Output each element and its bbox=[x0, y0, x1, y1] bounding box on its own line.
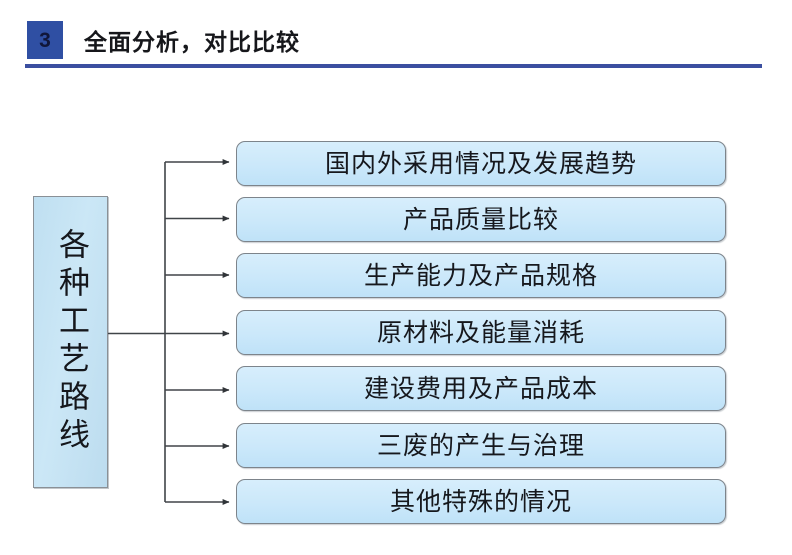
section-number-badge: 3 bbox=[27, 21, 63, 59]
leaf-box-2: 产品质量比较 bbox=[236, 197, 726, 242]
leaf-label-3: 生产能力及产品规格 bbox=[363, 261, 598, 290]
leaf-box-7: 其他特殊的情况 bbox=[236, 479, 726, 524]
leaf-label-2: 产品质量比较 bbox=[402, 205, 559, 234]
leaf-label-5: 建设费用及产品成本 bbox=[363, 374, 598, 403]
leaf-label-6: 三废的产生与治理 bbox=[376, 431, 585, 460]
leaf-box-1: 国内外采用情况及发展趋势 bbox=[236, 141, 726, 186]
leaf-box-5: 建设费用及产品成本 bbox=[236, 366, 726, 411]
leaf-box-6: 三废的产生与治理 bbox=[236, 423, 726, 468]
header-divider bbox=[25, 64, 762, 68]
leaf-box-3: 生产能力及产品规格 bbox=[236, 253, 726, 298]
leaf-label-4: 原材料及能量消耗 bbox=[376, 318, 585, 347]
page-title: 全面分析，对比比较 bbox=[84, 29, 300, 55]
trunk-box: 各种工艺路线 bbox=[33, 196, 108, 488]
leaf-label-1: 国内外采用情况及发展趋势 bbox=[324, 149, 637, 178]
leaf-label-7: 其他特殊的情况 bbox=[389, 487, 572, 516]
leaf-box-4: 原材料及能量消耗 bbox=[236, 310, 726, 355]
trunk-label: 各种工艺路线 bbox=[53, 228, 89, 456]
